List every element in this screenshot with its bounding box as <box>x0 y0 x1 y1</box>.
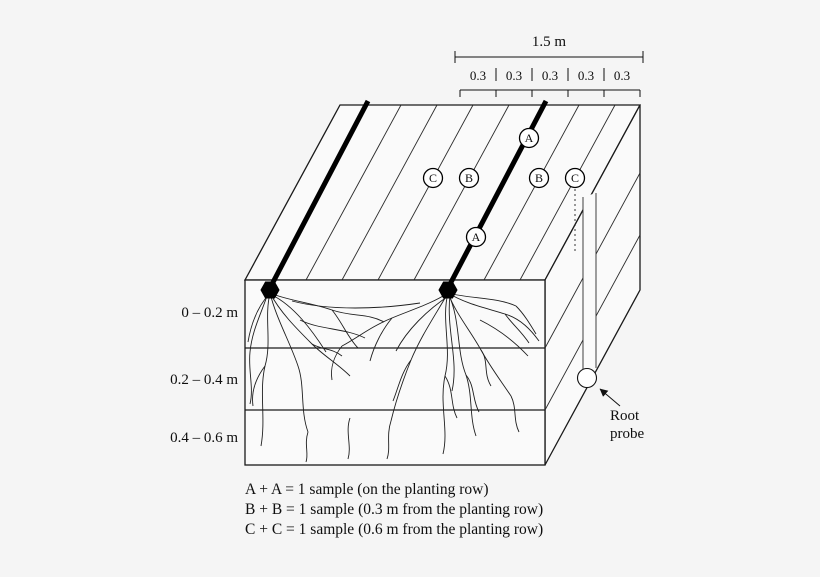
dimension-segments: 0.3 0.3 0.3 0.3 0.3 <box>459 68 641 97</box>
sample-point-A-lower: A <box>465 226 487 248</box>
segment-label: 0.3 <box>470 68 486 83</box>
sample-marker <box>465 226 487 248</box>
sample-points: A C B B C A <box>422 127 586 248</box>
root-stroke <box>444 375 458 419</box>
probe-arrow <box>599 388 621 407</box>
root-stroke <box>331 309 359 349</box>
root-stroke <box>269 292 309 433</box>
depth-label-1: 0 – 0.2 m <box>181 305 238 321</box>
sample-label: B <box>465 171 473 185</box>
root-stroke <box>291 300 421 309</box>
sample-point-C-left: C <box>422 167 444 189</box>
root-stroke <box>369 317 393 362</box>
trunk-left <box>260 281 280 299</box>
segment-label: 0.3 <box>506 68 522 83</box>
depth-label-2: 0.2 – 0.4 m <box>170 372 238 388</box>
sample-label: C <box>571 171 579 185</box>
root-stroke <box>299 319 366 339</box>
root-stroke <box>448 294 455 392</box>
root-stroke <box>395 294 451 352</box>
segment-label: 0.3 <box>614 68 630 83</box>
root-stroke <box>271 294 327 353</box>
depth-labels: 0 – 0.2 m 0.2 – 0.4 m 0.4 – 0.6 m <box>170 305 238 446</box>
row-line <box>377 104 474 281</box>
sample-point-B-right: B <box>528 167 550 189</box>
sample-marker <box>422 167 444 189</box>
legend: A + A = 1 sample (on the planting row) B… <box>245 481 543 538</box>
sample-marker <box>518 127 540 149</box>
row-lines <box>305 104 616 281</box>
root-stroke <box>515 305 537 335</box>
probe-tube-body <box>583 193 596 371</box>
legend-line-2: B + B = 1 sample (0.3 m from the plantin… <box>245 501 543 518</box>
sample-label: A <box>472 230 481 244</box>
row-line <box>341 104 438 281</box>
root-stroke <box>504 313 530 344</box>
row-line <box>483 104 580 281</box>
root-stroke <box>249 292 269 405</box>
trunk-right <box>438 281 458 299</box>
segment-label: 0.3 <box>578 68 594 83</box>
planting-row-left <box>267 99 371 290</box>
probe-tip <box>576 367 598 389</box>
sample-label: C <box>429 171 437 185</box>
root-stroke <box>480 349 492 387</box>
sample-label: A <box>525 131 534 145</box>
root-probe: Root probe <box>574 189 644 442</box>
dimension-total-label: 1.5 m <box>532 34 567 50</box>
sample-marker <box>458 167 480 189</box>
row-line <box>413 104 510 281</box>
root-stroke <box>392 359 412 402</box>
root-stroke <box>386 420 392 460</box>
dimension-total: 1.5 m <box>454 34 644 63</box>
probe-label-line2: probe <box>610 426 644 442</box>
sample-point-B-left: B <box>458 167 480 189</box>
row-line <box>519 104 616 281</box>
legend-line-3: C + C = 1 sample (0.6 m from the plantin… <box>245 521 543 538</box>
root-system <box>247 292 540 463</box>
sample-marker <box>528 167 550 189</box>
sample-marker <box>564 167 586 189</box>
root-stroke <box>269 292 351 377</box>
row-line <box>305 104 402 281</box>
root-stroke <box>305 431 309 463</box>
sample-point-C-right: C <box>564 167 586 189</box>
root-stroke <box>479 319 529 357</box>
root-stroke <box>252 365 266 407</box>
root-stroke <box>269 292 385 323</box>
root-stroke <box>447 292 477 437</box>
legend-line-1: A + A = 1 sample (on the planting row) <box>245 481 489 498</box>
root-stroke <box>465 374 480 413</box>
root-stroke <box>510 395 520 433</box>
root-stroke <box>311 343 343 357</box>
probe-label-line1: Root <box>610 408 640 424</box>
root-stroke <box>331 345 343 381</box>
root-stroke <box>347 417 351 460</box>
root-stroke <box>447 292 512 397</box>
depth-label-3: 0.4 – 0.6 m <box>170 430 238 446</box>
segment-label: 0.3 <box>542 68 558 83</box>
sample-label: B <box>535 171 543 185</box>
sample-point-A-upper: A <box>518 127 540 149</box>
